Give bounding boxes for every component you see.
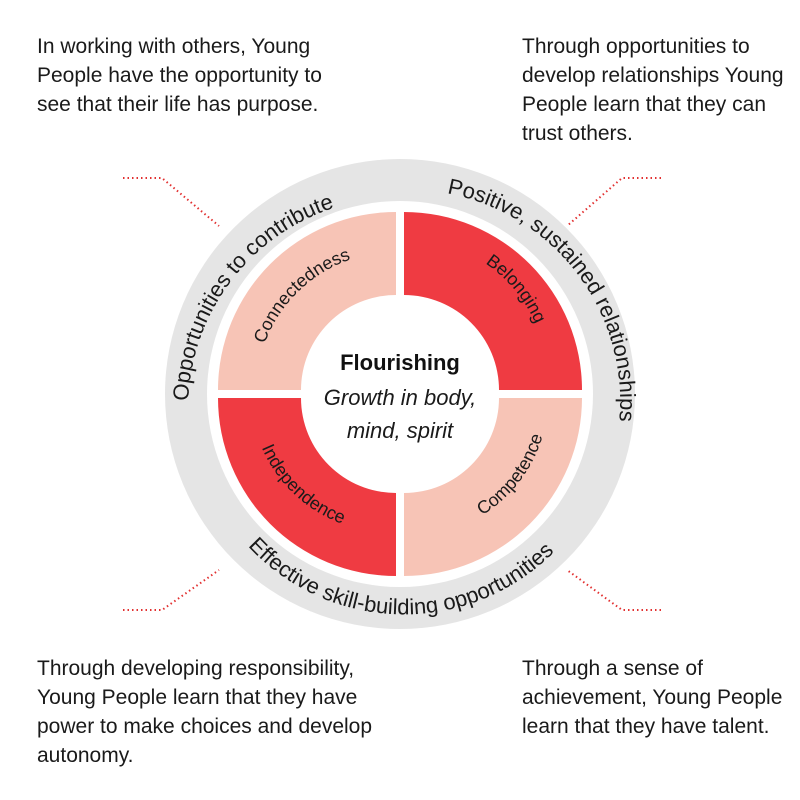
center-title: Flourishing xyxy=(340,350,460,375)
leader-line-bottom-right xyxy=(566,569,661,611)
segment-independence xyxy=(218,398,396,576)
bottom-left-description: Through developing responsibility, Young… xyxy=(37,657,373,767)
center-subtitle-line1: Growth in body, xyxy=(324,385,476,410)
leader-line-top-right xyxy=(566,177,661,227)
segment-connectedness xyxy=(218,212,396,390)
top-right-description: Through opportunities to develop relatio… xyxy=(522,35,784,145)
leader-line-bottom-left xyxy=(123,569,220,611)
center-subtitle-line2: mind, spirit xyxy=(347,418,454,443)
segment-competence xyxy=(404,398,582,576)
bottom-right-description: Through a sense of achievement, Young Pe… xyxy=(522,657,783,738)
top-left-description: In working with others, Young People hav… xyxy=(37,35,322,116)
segment-belonging xyxy=(404,212,582,390)
leader-line-top-left xyxy=(123,177,220,227)
